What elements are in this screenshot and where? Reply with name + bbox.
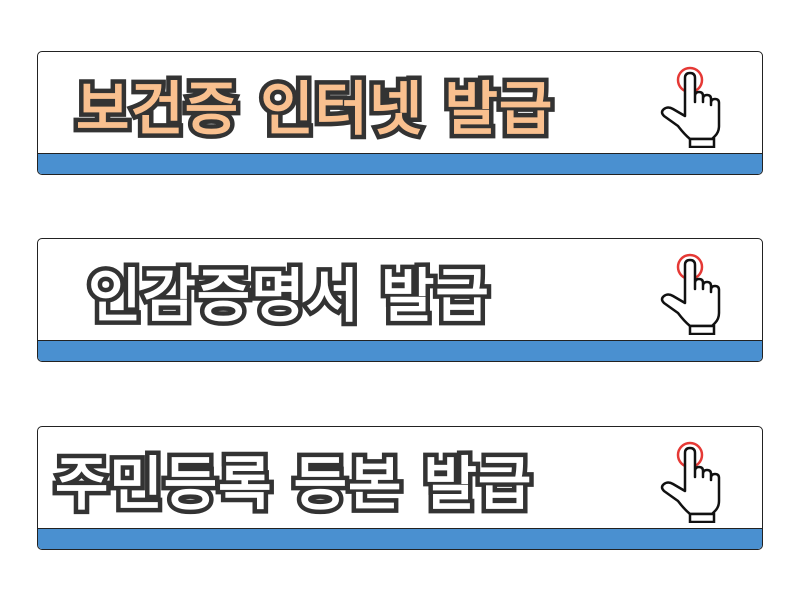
- banner-health-certificate[interactable]: 보건증 인터넷 발급: [37, 51, 763, 175]
- banner-resident-registration[interactable]: 주민등록 등본 발급: [37, 426, 763, 550]
- tap-hand-icon: [660, 66, 721, 148]
- banner-stripe: [38, 340, 762, 361]
- banner-label: 인감증명서 발급: [84, 258, 494, 335]
- tap-hand-icon: [660, 253, 721, 335]
- banner-label: 주민등록 등본 발급: [50, 446, 535, 523]
- banner-stripe: [38, 528, 762, 549]
- banner-label: 보건증 인터넷 발급: [71, 71, 556, 148]
- banner-stripe: [38, 153, 762, 174]
- tap-hand-icon: [660, 441, 721, 523]
- banner-seal-certificate[interactable]: 인감증명서 발급: [37, 238, 763, 362]
